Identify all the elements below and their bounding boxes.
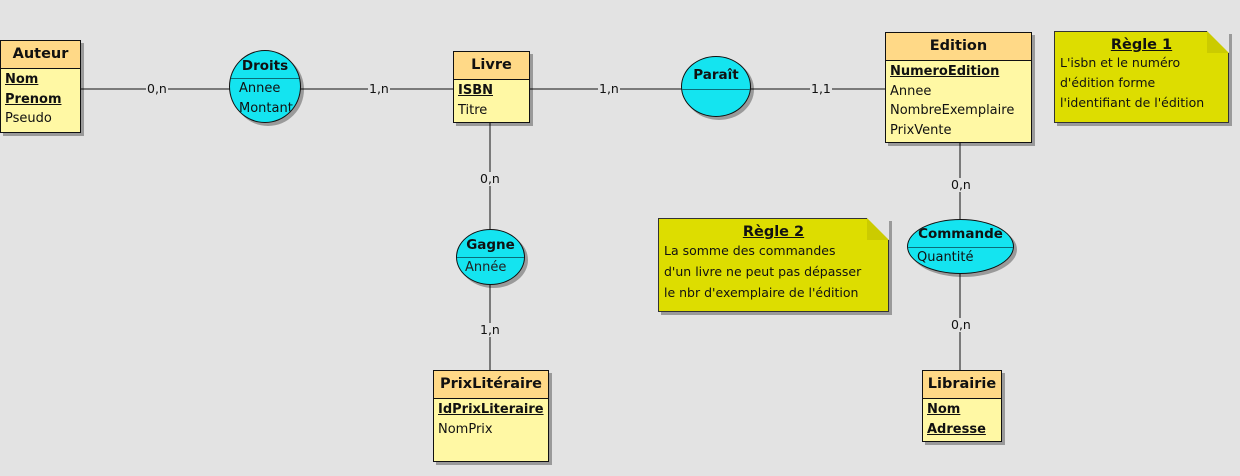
field-nom: Nom xyxy=(5,72,39,87)
note-line: d'édition forme xyxy=(1060,75,1156,90)
entity-auteur[interactable]: Auteur Nom Prenom Pseudo xyxy=(0,40,81,133)
entity-edition[interactable]: Edition NumeroEdition Annee NombreExempl… xyxy=(885,32,1032,143)
relation-title: Commande xyxy=(908,220,1013,248)
relation-title: Gagne xyxy=(457,230,524,258)
relation-commande[interactable]: Commande Quantité xyxy=(907,219,1014,274)
cardinality-auteur-droits: 0,n xyxy=(146,81,168,96)
note-fold-icon xyxy=(1207,31,1229,53)
note-regle2[interactable]: Règle 2 La somme des commandes d'un livr… xyxy=(658,218,889,312)
field-annee: Année xyxy=(465,260,507,275)
entity-prixliteraire[interactable]: PrixLitéraire IdPrixLiteraire NomPrix xyxy=(433,370,549,462)
note-line: le nbr d'exemplaire de l'édition xyxy=(664,285,859,300)
field-isbn: ISBN xyxy=(458,83,493,98)
field-montant: Montant xyxy=(239,101,293,116)
relation-droits[interactable]: Droits Annee Montant xyxy=(229,50,301,123)
field-prixvente: PrixVente xyxy=(890,122,952,138)
field-annee: Annee xyxy=(239,81,281,96)
cardinality-librairie-commande: 0,n xyxy=(950,317,972,332)
cardinality-prix-gagne: 1,n xyxy=(479,322,501,337)
field-adresse: Adresse xyxy=(927,421,986,437)
note-line: La somme des commandes xyxy=(664,243,836,258)
note-line: l'identifiant de l'édition xyxy=(1060,95,1205,110)
entity-title: Livre xyxy=(454,52,529,80)
entity-title: Edition xyxy=(886,33,1031,61)
field-nombreexemplaire: NombreExemplaire xyxy=(890,103,1015,118)
entity-title: PrixLitéraire xyxy=(434,371,548,399)
note-line: L'isbn et le numéro xyxy=(1060,55,1181,70)
relation-title: Paraît xyxy=(682,57,750,90)
cardinality-livre-parait: 1,n xyxy=(598,81,620,96)
field-nomprix: NomPrix xyxy=(438,421,493,437)
field-quantite: Quantité xyxy=(917,250,974,265)
field-numeroedition: NumeroEdition xyxy=(890,64,1000,79)
field-pseudo: Pseudo xyxy=(5,111,52,126)
field-nom: Nom xyxy=(927,402,961,417)
note-title: Règle 1 xyxy=(1110,37,1173,53)
note-regle1[interactable]: Règle 1 L'isbn et le numéro d'édition fo… xyxy=(1054,31,1229,123)
cardinality-edition-parait: 1,1 xyxy=(810,81,832,96)
entity-title: Auteur xyxy=(1,41,80,69)
entity-livre[interactable]: Livre ISBN Titre xyxy=(453,51,530,123)
field-idprixliteraire: IdPrixLiteraire xyxy=(438,402,544,417)
relation-parait[interactable]: Paraît xyxy=(681,56,751,117)
relation-gagne[interactable]: Gagne Année xyxy=(456,229,525,285)
field-prenom: Prenom xyxy=(5,91,62,107)
cardinality-livre-gagne: 0,n xyxy=(479,171,501,186)
cardinality-edition-commande: 0,n xyxy=(950,177,972,192)
note-title: Règle 2 xyxy=(742,224,805,240)
relation-title: Droits xyxy=(230,51,300,79)
note-line: d'un livre ne peut pas dépasser xyxy=(664,264,862,279)
note-fold-icon xyxy=(867,218,889,240)
field-titre: Titre xyxy=(458,102,488,118)
cardinality-livre-droits: 1,n xyxy=(368,81,390,96)
entity-title: Librairie xyxy=(923,371,1001,399)
entity-librairie[interactable]: Librairie Nom Adresse xyxy=(922,370,1002,442)
field-annee: Annee xyxy=(890,83,932,99)
